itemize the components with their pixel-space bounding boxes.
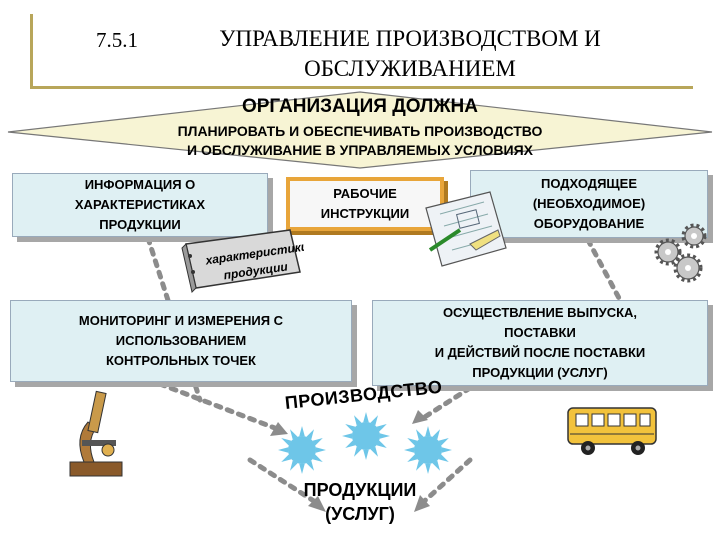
diamond-title: ОРГАНИЗАЦИЯ ДОЛЖНА <box>241 96 478 117</box>
connector-left-output <box>247 457 323 508</box>
release-line-1: ОСУЩЕСТВЛЕНИЕ ВЫПУСКА, <box>442 305 638 320</box>
release-line-4: ПРОДУКЦИИ (УСЛУГ) <box>472 365 608 380</box>
release-line-3: И ДЕЙСТВИЙ ПОСЛЕ ПОСТАВКИ <box>434 345 646 360</box>
connector-monitoring <box>157 381 283 433</box>
sun-icon <box>342 412 390 460</box>
diamond-line-2: И ОБСЛУЖИВАНИЕ В УПРАВЛЯЕМЫХ УСЛОВИЯХ <box>187 142 533 158</box>
binder-icon: характеристики продукции <box>181 229 304 293</box>
equip-line-1: ПОДХОДЯЩЕЕ <box>540 176 637 191</box>
output-label: ПРОДУКЦИИ (УСЛУГ) <box>290 478 430 526</box>
sun-icon <box>404 426 452 474</box>
arrowhead-mid-left <box>270 422 288 436</box>
release-box: ОСУЩЕСТВЛЕНИЕ ВЫПУСКА, ПОСТАВКИ И ДЕЙСТВ… <box>372 300 708 386</box>
monitor-line-2: ИСПОЛЬЗОВАНИЕМ <box>115 333 247 348</box>
arrowhead-left <box>308 496 326 512</box>
connector-right-output <box>417 457 473 508</box>
release-line-2: ПОСТАВКИ <box>504 325 576 340</box>
arrowhead-mid-right <box>412 410 428 424</box>
diamond-line-1: ПЛАНИРОВАТЬ И ОБЕСПЕЧИВАТЬ ПРОИЗВОДСТВО <box>177 123 543 139</box>
equip-line-3: ОБОРУДОВАНИЕ <box>533 216 645 231</box>
microscope-icon <box>69 390 123 477</box>
work-line-2: ИНСТРУКЦИИ <box>320 206 410 221</box>
diamond-body: ПЛАНИРОВАТЬ И ОБЕСПЕЧИВАТЬ ПРОИЗВОДСТВО … <box>100 122 620 160</box>
output-line-2: (УСЛУГ) <box>325 504 395 524</box>
monitor-line-3: КОНТРОЛЬНЫХ ТОЧЕК <box>106 353 256 368</box>
gears-icon <box>654 223 707 283</box>
work-instructions-box: РАБОЧИЕ ИНСТРУКЦИИ <box>286 177 444 231</box>
connector-equipment <box>585 237 623 303</box>
product-info-box: ИНФОРМАЦИЯ О ХАРАКТЕРИСТИКАХ ПРОДУКЦИИ <box>12 173 268 237</box>
output-line-1: ПРОДУКЦИИ <box>303 480 417 500</box>
info-line-2: ХАРАКТЕРИСТИКАХ <box>74 197 206 212</box>
organization-diamond <box>7 91 713 169</box>
monitor-line-1: МОНИТОРИНГ И ИЗМЕРЕНИЯ С <box>78 313 284 328</box>
info-line-3: ПРОДУКЦИИ <box>99 217 181 232</box>
connector-release <box>417 385 473 423</box>
equipment-box: ПОДХОДЯЩЕЕ (НЕОБХОДИМОЕ) ОБОРУДОВАНИЕ <box>470 170 708 238</box>
title-line-1: УПРАВЛЕНИЕ ПРОИЗВОДСТВОМ И <box>219 26 601 51</box>
bus-icon <box>567 407 657 455</box>
info-line-1: ИНФОРМАЦИЯ О <box>84 177 196 192</box>
arrowhead-right <box>414 495 430 512</box>
title-frame <box>30 14 693 89</box>
monitoring-box: МОНИТОРИНГ И ИЗМЕРЕНИЯ С ИСПОЛЬЗОВАНИЕМ … <box>10 300 352 382</box>
section-number: 7.5.1 <box>96 28 138 52</box>
title-line-2: ОБСЛУЖИВАНИЕМ <box>304 56 516 81</box>
work-line-1: РАБОЧИЕ <box>333 186 397 201</box>
blueprint-icon <box>425 191 507 267</box>
page-title: УПРАВЛЕНИЕ ПРОИЗВОДСТВОМ И ОБСЛУЖИВАНИЕМ <box>150 24 670 84</box>
sun-icon <box>278 426 326 474</box>
sun-icons <box>278 412 452 474</box>
equip-line-2: (НЕОБХОДИМОЕ) <box>532 196 646 211</box>
